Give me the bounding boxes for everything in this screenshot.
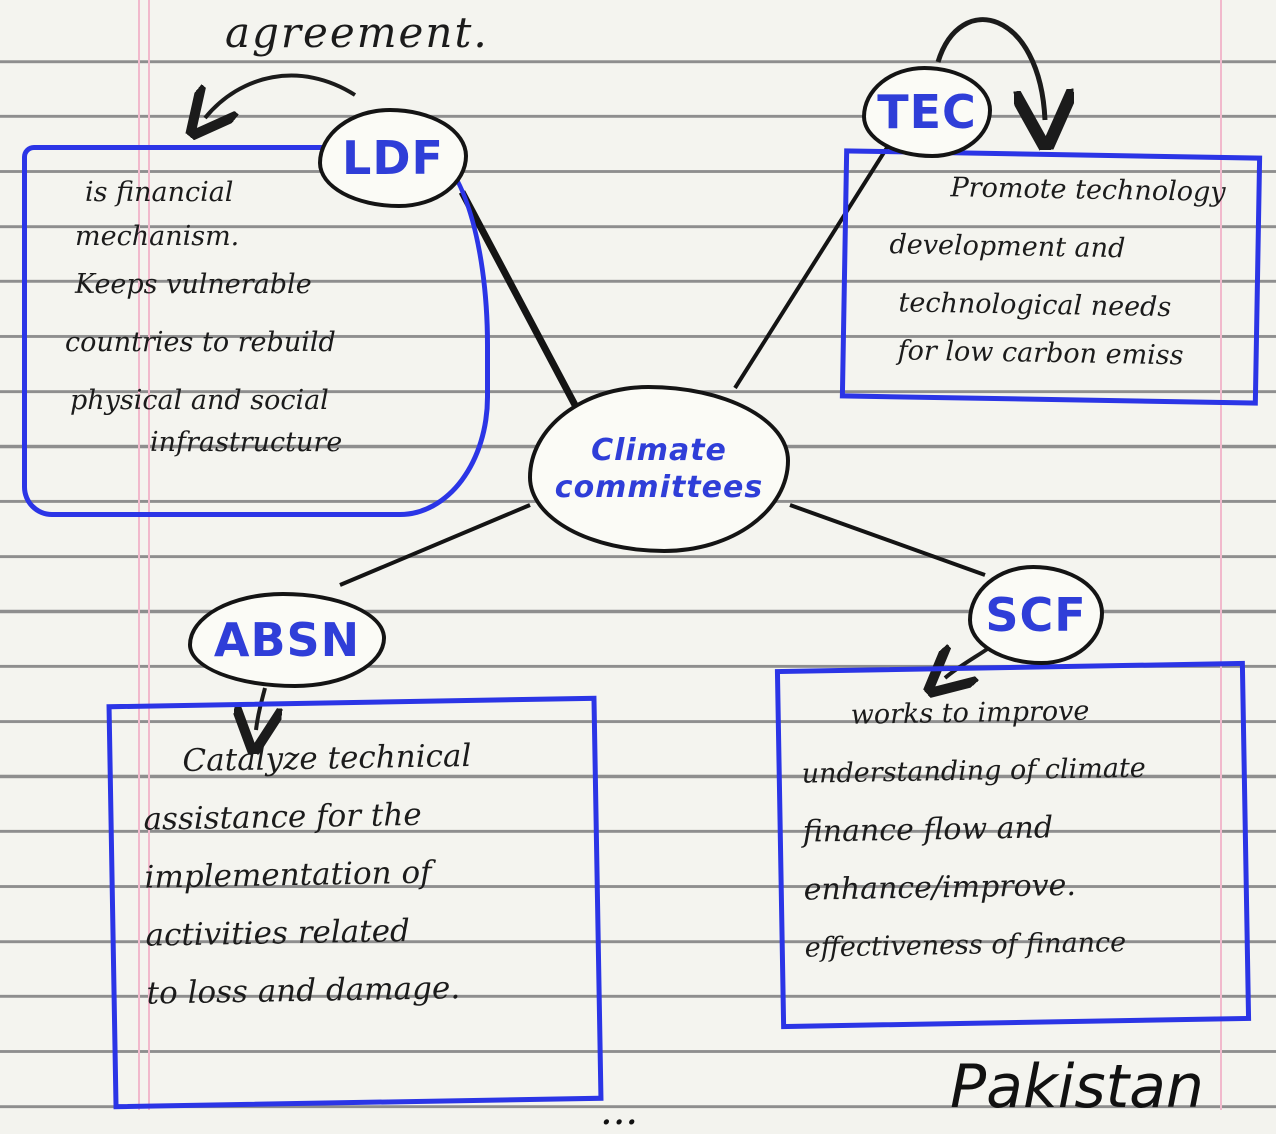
tec-line: development and (889, 229, 1126, 265)
scf-line: enhance/improve. (803, 867, 1077, 908)
bottom-scribble: ... (600, 1088, 639, 1134)
link-ldf (458, 190, 579, 407)
absn-line: implementation of (144, 854, 432, 896)
tec-description-box: Promote technology development and techn… (839, 148, 1263, 406)
climate-committees-node: Climate committees (528, 385, 790, 553)
scf-node: SCF (968, 565, 1104, 665)
center-label-line: Climate (591, 432, 727, 468)
tec-line: for low carbon emiss (897, 335, 1184, 372)
link-tec (733, 133, 897, 390)
absn-description-box: Catalyze technical assistance for the im… (106, 695, 604, 1110)
absn-line: activities related (145, 913, 411, 954)
arrow-ldf (205, 73, 357, 118)
link-absn (339, 503, 531, 587)
scf-line: effectiveness of finance (804, 927, 1127, 964)
tec-line: Promote technology (950, 172, 1226, 209)
agreement-note: agreement. (225, 8, 489, 57)
margin-line (138, 0, 140, 1110)
ldf-description-box: is financial mechanism. Keeps vulnerable… (22, 145, 490, 517)
absn-line: assistance for the (143, 796, 422, 838)
connector-lines (0, 17, 1276, 1110)
link-scf (789, 503, 986, 577)
margin-line (148, 0, 150, 1110)
absn-line: Catalyze technical (182, 737, 472, 779)
ldf-line: infrastructure (150, 427, 343, 458)
scf-description-box: works to improve understanding of climat… (774, 660, 1252, 1030)
margin-line (1220, 0, 1222, 1110)
ldf-node: LDF (318, 108, 468, 208)
ldf-line: is financial (85, 177, 234, 208)
absn-node: ABSN (188, 592, 386, 688)
tec-node: TEC (862, 66, 992, 158)
notebook-page (0, 0, 1276, 1110)
center-label-line: committees (554, 470, 764, 505)
scf-line: finance flow and (802, 810, 1054, 850)
ldf-line: Keeps vulnerable (75, 269, 312, 300)
absn-line: to loss and damage. (146, 970, 461, 1012)
scf-line: understanding of climate (801, 752, 1147, 790)
ldf-line: countries to rebuild (65, 327, 336, 358)
pakistan-note: Pakistan (950, 1052, 1204, 1122)
ldf-line: physical and social (70, 385, 329, 416)
arrow-tec (935, 17, 1045, 120)
arrow-absn (256, 687, 265, 730)
ldf-line: mechanism. (75, 221, 240, 252)
scf-line: works to improve (850, 695, 1090, 731)
